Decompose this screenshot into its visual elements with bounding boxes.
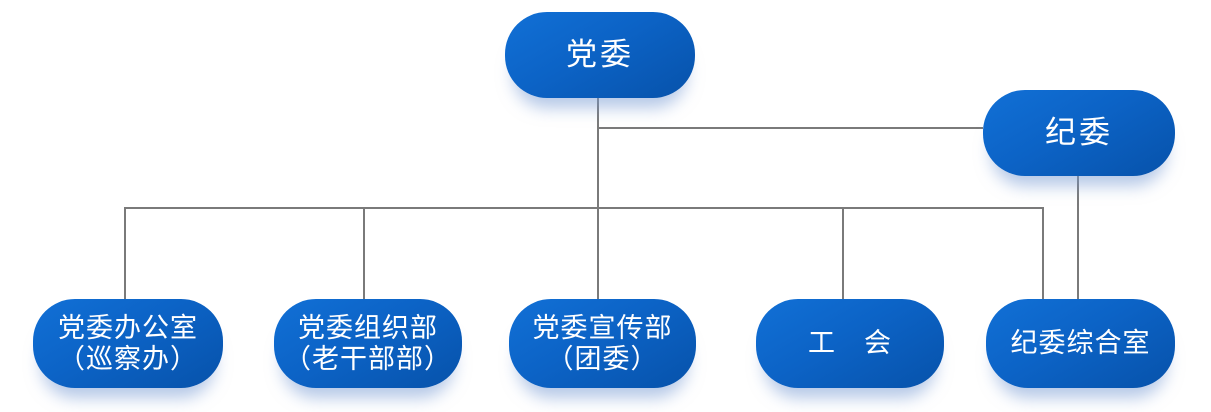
node-publicity-dept-line1: 党委宣传部 [532,312,673,343]
node-discipline-committee: 纪委 [983,90,1175,176]
node-labor-union: 工 会 [756,299,944,388]
node-discipline-office: 纪委综合室 [986,299,1175,388]
node-party-committee: 党委 [505,12,695,98]
node-publicity-dept: 党委宣传部 （团委） [509,299,696,388]
connector-root-to-discipline [598,127,983,129]
connector-drop-organization [363,207,365,299]
node-labor-union-label: 工 会 [808,328,892,358]
connector-discipline-vertical [1077,176,1079,299]
node-discipline-office-label: 纪委综合室 [1010,328,1151,358]
node-party-office-line2: （巡察办） [58,343,198,374]
connector-root-vertical [597,98,599,299]
node-organization-dept-line1: 党委组织部 [298,312,438,343]
node-discipline-committee-label: 纪委 [1045,115,1113,151]
connector-drop-discipline-office [1042,207,1044,299]
connector-drop-labor-union [842,207,844,299]
node-party-office-line1: 党委办公室 [58,312,198,343]
node-party-office: 党委办公室 （巡察办） [33,299,223,388]
node-publicity-dept-line2: （团委） [546,343,659,374]
node-organization-dept-line2: （老干部部） [284,343,452,374]
connector-bus-horizontal [124,207,1043,209]
node-organization-dept: 党委组织部 （老干部部） [274,299,462,388]
node-party-committee-label: 党委 [566,37,634,73]
connector-drop-party-office [124,207,126,299]
